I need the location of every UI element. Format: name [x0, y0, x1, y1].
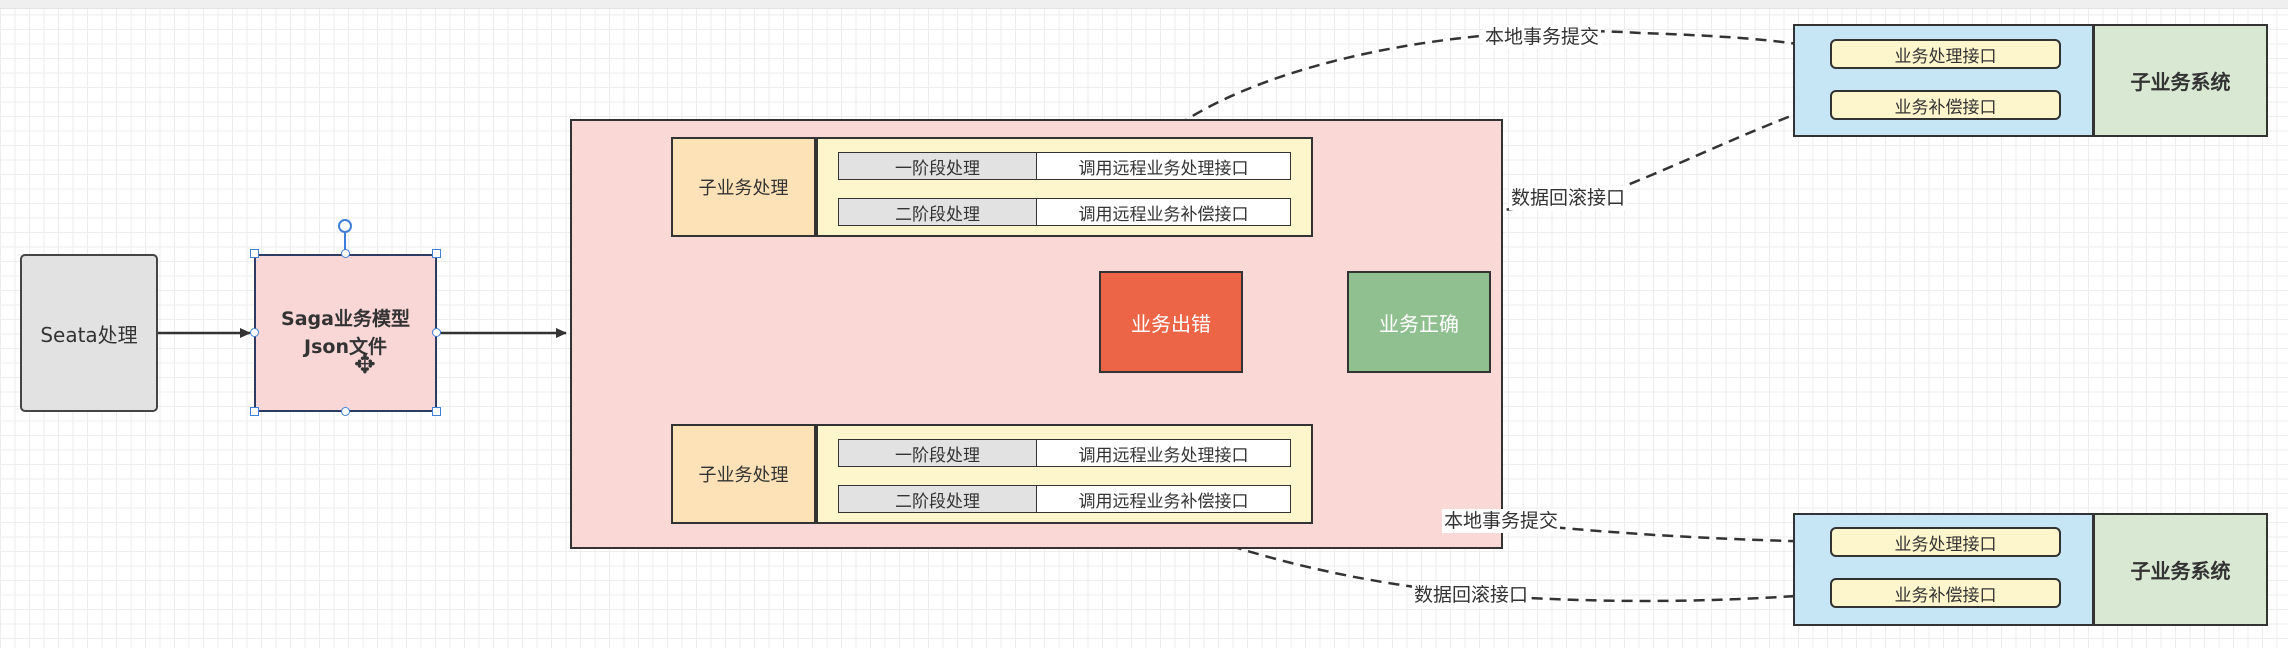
business-correct-node[interactable]: 业务正确 [1347, 271, 1491, 373]
resize-handle-ne[interactable] [432, 249, 441, 258]
resize-handle-w[interactable] [250, 328, 259, 337]
phase2-node-1[interactable]: 二阶段处理 [838, 198, 1037, 226]
rotate-handle[interactable] [338, 219, 352, 233]
rotate-handle-stem [344, 233, 346, 254]
call-process-node-1[interactable]: 调用远程业务处理接口 [1036, 152, 1291, 180]
resize-handle-sw[interactable] [250, 407, 259, 416]
resize-handle-e[interactable] [432, 328, 441, 337]
label-bottom-commit: 本地事务提交 [1442, 509, 1561, 533]
phase2-node-2[interactable]: 二阶段处理 [838, 485, 1037, 513]
resize-handle-se[interactable] [432, 407, 441, 416]
service2-process-interface[interactable]: 业务处理接口 [1830, 527, 2061, 557]
label-top-rollback: 数据回滚接口 [1509, 186, 1628, 210]
phase1-node-1[interactable]: 一阶段处理 [838, 152, 1037, 180]
service2-name[interactable]: 子业务系统 [2093, 513, 2268, 626]
canvas-top-bar [0, 0, 2288, 9]
label-bottom-rollback: 数据回滚接口 [1412, 583, 1531, 607]
service1-name[interactable]: 子业务系统 [2093, 24, 2268, 137]
resize-handle-s[interactable] [341, 407, 350, 416]
saga-model-node[interactable]: Saga业务模型 Json文件 [254, 254, 437, 412]
phase1-node-2[interactable]: 一阶段处理 [838, 439, 1037, 467]
sub-business-node-1[interactable]: 子业务处理 [671, 137, 816, 237]
business-error-node[interactable]: 业务出错 [1099, 271, 1243, 373]
call-compensate-node-1[interactable]: 调用远程业务补偿接口 [1036, 198, 1291, 226]
edge-bottom-rollback [1162, 520, 1829, 603]
move-cursor-icon: ✥ [354, 350, 376, 380]
call-process-node-2[interactable]: 调用远程业务处理接口 [1036, 439, 1291, 467]
service1-compensate-interface[interactable]: 业务补偿接口 [1830, 90, 2061, 120]
service1-process-interface[interactable]: 业务处理接口 [1830, 39, 2061, 69]
label-top-commit: 本地事务提交 [1483, 25, 1602, 49]
resize-handle-nw[interactable] [250, 249, 259, 258]
resize-handle-n[interactable] [341, 249, 350, 258]
call-compensate-node-2[interactable]: 调用远程业务补偿接口 [1036, 485, 1291, 513]
sub-business-node-2[interactable]: 子业务处理 [671, 424, 816, 524]
seata-node[interactable]: Seata处理 [20, 254, 158, 412]
service2-compensate-interface[interactable]: 业务补偿接口 [1830, 578, 2061, 608]
